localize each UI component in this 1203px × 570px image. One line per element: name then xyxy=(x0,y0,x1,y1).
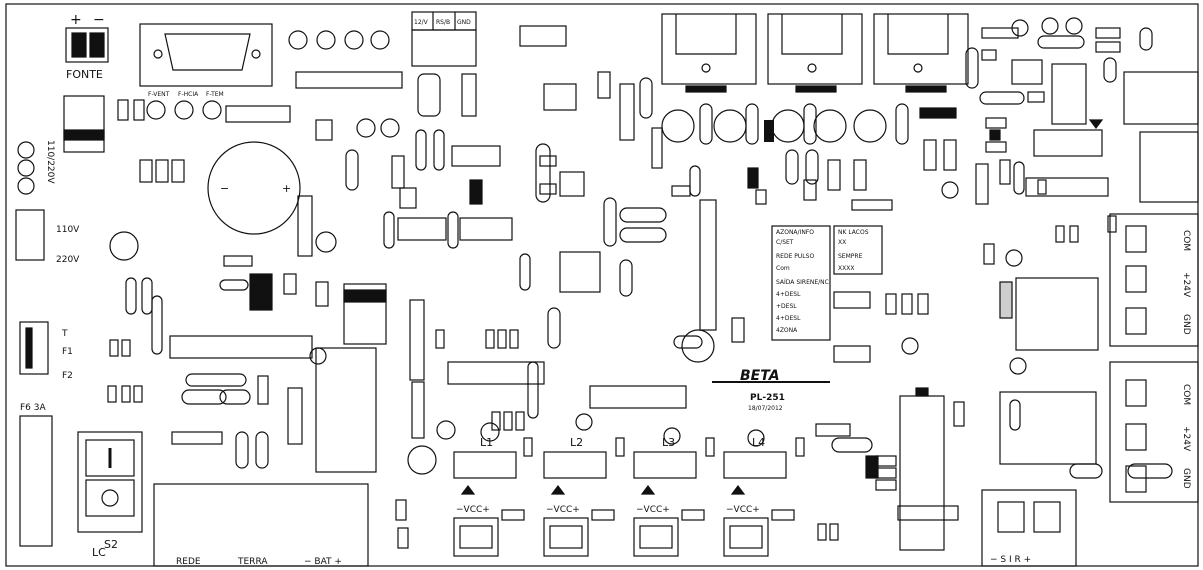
svg-text:− S I R +: − S I R + xyxy=(990,555,1031,565)
board-outline xyxy=(5,3,1199,567)
svg-text:T: T xyxy=(61,329,68,339)
left-leds: 110/220V xyxy=(17,140,55,195)
relays xyxy=(999,277,1099,465)
l2-label: L2 xyxy=(570,436,583,449)
fonte-connector: + − FONTE xyxy=(65,12,109,81)
svg-text:4ZONA: 4ZONA xyxy=(776,327,798,334)
power-terminal: REDE TERRA − BAT + xyxy=(153,483,369,567)
svg-text:TERRA: TERRA xyxy=(237,557,268,567)
svg-text:18/07/2012: 18/07/2012 xyxy=(748,405,783,412)
svg-text:12/V: 12/V xyxy=(414,19,429,26)
svg-text:4+DESL: 4+DESL xyxy=(776,291,801,298)
svg-text:+: + xyxy=(282,182,291,195)
brand-logo: BETA PL-251 18/07/2012 xyxy=(712,368,830,412)
lc-label: LC xyxy=(92,546,106,559)
svg-text:PL-251: PL-251 xyxy=(750,393,785,403)
battery-icon: − + xyxy=(207,141,301,235)
svg-text:COM: COM xyxy=(1181,384,1191,405)
tf1f2-connector: T F1 F2 xyxy=(19,321,73,381)
svg-text:REDE PULSO: REDE PULSO xyxy=(776,253,814,260)
svg-text:+: + xyxy=(70,12,82,28)
header-12v-rs-gnd: 12/V RS/B GND xyxy=(411,11,477,67)
svg-text:SAÍDA SIRENE/NC: SAÍDA SIRENE/NC xyxy=(776,279,829,286)
svg-text:110V: 110V xyxy=(56,225,80,235)
output-terminal-bottom: COM +24V GND xyxy=(1109,361,1199,503)
vcc-connectors: −VCC+ −VCC+ −VCC+ −VCC+ xyxy=(395,485,839,557)
misc-center-left xyxy=(315,71,691,475)
jumper-block: AZONA/INFO C/SET REDE PULSO Com SAÍDA SI… xyxy=(771,225,929,363)
misc-center-right xyxy=(651,103,959,363)
siren-terminal: − S I R + xyxy=(981,489,1077,567)
svg-text:GND: GND xyxy=(1181,468,1191,489)
small-header xyxy=(519,25,567,47)
svg-text:XX: XX xyxy=(838,239,846,246)
misc-left xyxy=(107,159,337,469)
svg-text:RS/B: RS/B xyxy=(436,19,450,26)
svg-text:+DESL: +DESL xyxy=(776,303,797,310)
output-terminal-top: COM +24V GND xyxy=(1109,213,1199,347)
svg-text:F6 3A: F6 3A xyxy=(20,403,46,413)
svg-text:−VCC+: −VCC+ xyxy=(546,505,580,515)
svg-text:REDE: REDE xyxy=(176,557,201,567)
svg-text:+24V: +24V xyxy=(1181,426,1191,452)
svg-text:COM: COM xyxy=(1181,230,1191,251)
svg-text:F-TEM: F-TEM xyxy=(206,91,224,98)
svg-text:SEMPRE: SEMPRE xyxy=(838,253,863,260)
svg-text:XXXX: XXXX xyxy=(838,265,854,272)
svg-text:C/SET: C/SET xyxy=(776,239,794,246)
svg-text:220V: 220V xyxy=(56,255,80,265)
svg-text:−VCC+: −VCC+ xyxy=(636,505,670,515)
svg-text:−: − xyxy=(93,12,105,28)
svg-text:−: − xyxy=(220,182,229,195)
fuse-f6: F6 3A xyxy=(19,403,53,547)
svg-text:NK LACOS: NK LACOS xyxy=(838,229,869,236)
svg-text:−VCC+: −VCC+ xyxy=(456,505,490,515)
svg-text:Com: Com xyxy=(776,265,790,272)
ic-strip-cn8 xyxy=(589,385,687,409)
svg-text:−VCC+: −VCC+ xyxy=(726,505,760,515)
l3-label: L3 xyxy=(662,436,675,449)
switch-icon: S2 xyxy=(77,431,143,551)
svg-text:AZONA/INFO: AZONA/INFO xyxy=(776,229,814,236)
svg-text:BETA: BETA xyxy=(740,368,780,384)
top-capacitors xyxy=(288,30,390,50)
status-leds: F-VENT F-HCIA F-TEM xyxy=(146,91,224,120)
misc-bottom-right xyxy=(815,215,1173,551)
loop-outputs: L1 L2 L3 L4 xyxy=(453,436,805,479)
svg-text:110/220V: 110/220V xyxy=(45,140,55,184)
fonte-label: FONTE xyxy=(66,68,103,81)
svg-text:F-HCIA: F-HCIA xyxy=(178,91,199,98)
db9-connector xyxy=(139,23,273,87)
regulator-u2 xyxy=(63,95,105,153)
svg-text:F2: F2 xyxy=(62,371,73,381)
svg-text:− BAT +: − BAT + xyxy=(304,557,342,567)
svg-text:F-VENT: F-VENT xyxy=(148,91,170,98)
ic-strip-u3 xyxy=(295,71,403,89)
misc-top-right xyxy=(965,17,1199,205)
svg-text:GND: GND xyxy=(1181,314,1191,335)
resistor-array-left xyxy=(117,99,291,123)
output-jacks xyxy=(661,13,969,93)
svg-text:F1: F1 xyxy=(62,347,73,357)
l4-label: L4 xyxy=(752,436,765,449)
l1-label: L1 xyxy=(480,436,493,449)
voltage-selector: 110V 220V xyxy=(15,209,80,265)
svg-text:S2: S2 xyxy=(104,538,118,551)
svg-text:GND: GND xyxy=(457,19,471,26)
output-transistors xyxy=(575,337,919,447)
svg-text:4+DESL: 4+DESL xyxy=(776,315,801,322)
svg-text:+24V: +24V xyxy=(1181,272,1191,298)
